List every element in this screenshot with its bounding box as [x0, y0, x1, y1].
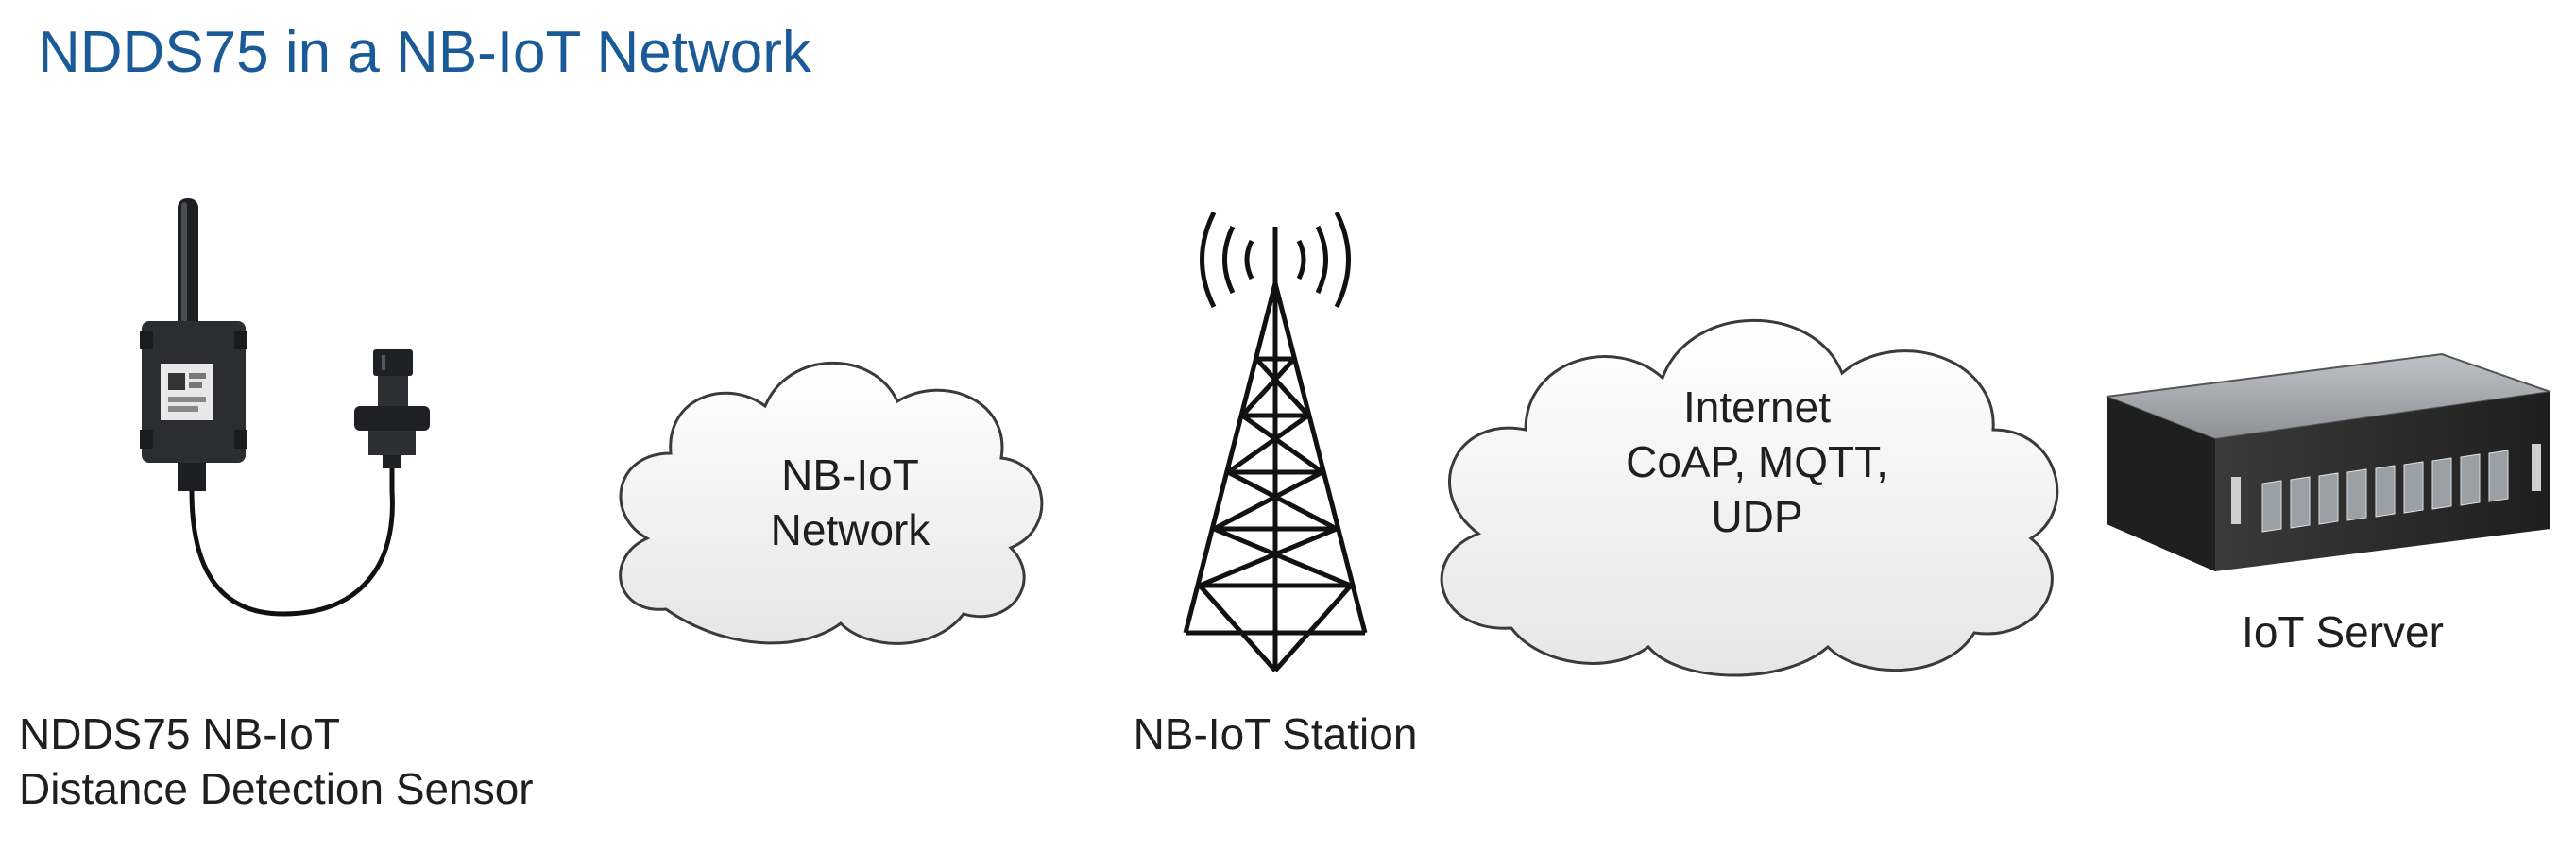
sensor-cable-gland — [178, 463, 206, 491]
signal-waves-icon — [1200, 211, 1351, 309]
iot-server — [2106, 352, 2551, 571]
sensor-label: NDDS75 NB-IoT Distance Detection Sensor — [19, 706, 534, 816]
nbiot-station-tower — [1183, 211, 1368, 672]
sensor-cable — [189, 463, 395, 617]
internet-cloud-line3: UDP — [1711, 492, 1803, 541]
nbiot-cloud-line1: NB-IoT — [781, 450, 919, 500]
internet-cloud-line1: Internet — [1683, 382, 1831, 432]
server-drive-bays — [2261, 450, 2509, 533]
ultrasonic-probe — [354, 349, 430, 468]
sensor-label-line2: Distance Detection Sensor — [19, 764, 534, 813]
station-label-text: NB-IoT Station — [1133, 709, 1418, 758]
sensor-antenna — [178, 198, 198, 340]
diagram-title: NDDS75 in a NB-IoT Network — [38, 20, 811, 85]
server-label: IoT Server — [2173, 604, 2513, 659]
nbiot-cloud-line2: Network — [770, 505, 930, 554]
station-label: NB-IoT Station — [1096, 706, 1455, 761]
nbiot-cloud-label: NB-IoT Network — [718, 448, 982, 557]
internet-cloud — [1440, 318, 2059, 677]
sensor-label-line1: NDDS75 NB-IoT — [19, 709, 340, 758]
internet-cloud-label: Internet CoAP, MQTT, UDP — [1587, 380, 1927, 544]
sensor-device — [140, 198, 430, 617]
internet-cloud-line2: CoAP, MQTT, — [1626, 437, 1888, 486]
server-label-text: IoT Server — [2242, 607, 2444, 656]
nbiot-network-cloud — [619, 361, 1044, 645]
